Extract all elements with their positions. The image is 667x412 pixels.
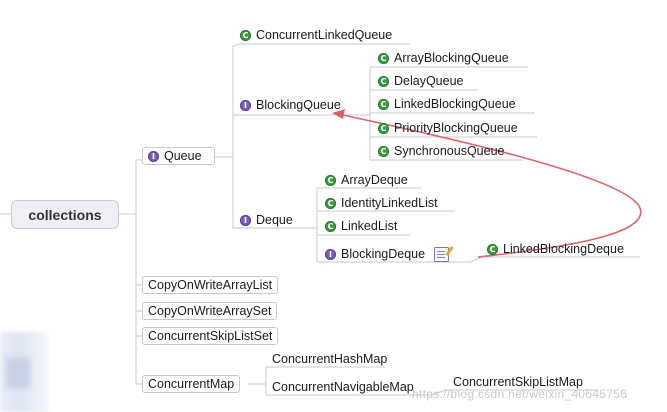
deque-child-label: LinkedList xyxy=(341,219,398,233)
deque-label: Deque xyxy=(256,213,293,227)
linked-blocking-deque-node[interactable]: C LinkedBlockingDeque xyxy=(487,241,624,257)
class-icon: C xyxy=(325,174,336,186)
concurrent-hash-map-label: ConcurrentHashMap xyxy=(272,352,388,366)
concurrent-linked-queue-node[interactable]: C ConcurrentLinkedQueue xyxy=(240,27,392,43)
bq-child-node[interactable]: C PriorityBlockingQueue xyxy=(378,120,518,136)
copy-on-write-array-set-node[interactable]: CopyOnWriteArraySet xyxy=(142,302,278,320)
bq-child-label: LinkedBlockingQueue xyxy=(394,97,516,111)
concurrent-navigable-map-label: ConcurrentNavigableMap xyxy=(272,380,414,394)
connector-bdeque-child xyxy=(469,256,640,263)
queue-node[interactable]: I Queue xyxy=(142,147,215,165)
bq-child-label: SynchronousQueue xyxy=(394,144,505,158)
class-icon: C xyxy=(378,98,389,110)
concurrent-map-label: ConcurrentMap xyxy=(148,377,235,391)
class-icon: C xyxy=(378,122,389,134)
blocking-queue-node[interactable]: I BlockingQueue xyxy=(240,97,341,113)
copy-on-write-array-list-label: CopyOnWriteArrayList xyxy=(148,278,273,292)
concurrent-navigable-map-node[interactable]: ConcurrentNavigableMap xyxy=(272,379,414,395)
class-icon: C xyxy=(325,197,336,209)
concurrent-skip-list-set-label: ConcurrentSkipListSet xyxy=(148,329,273,343)
root-node[interactable]: collections xyxy=(11,200,119,229)
blocking-deque-label: BlockingDeque xyxy=(341,247,426,261)
bq-child-node[interactable]: C ArrayBlockingQueue xyxy=(378,50,509,66)
linked-blocking-deque-label: LinkedBlockingDeque xyxy=(503,242,624,256)
relationship-arrowhead xyxy=(332,109,345,119)
bq-child-node[interactable]: C SynchronousQueue xyxy=(378,143,505,159)
class-icon: C xyxy=(378,145,389,157)
class-icon: C xyxy=(378,52,389,64)
bq-child-node[interactable]: C LinkedBlockingQueue xyxy=(378,96,516,112)
blurred-region-inner xyxy=(6,358,30,388)
root-label: collections xyxy=(28,206,102,223)
connector-to-clq xyxy=(232,43,410,47)
deque-child-label: IdentityLinkedList xyxy=(341,196,438,210)
queue-label: Queue xyxy=(164,149,202,163)
concurrent-skip-list-set-node[interactable]: ConcurrentSkipListSet xyxy=(142,327,279,345)
interface-icon: I xyxy=(325,248,336,260)
deque-node[interactable]: I Deque xyxy=(240,212,293,228)
deque-child-node[interactable]: C ArrayDeque xyxy=(325,172,408,188)
bq-child-label: DelayQueue xyxy=(394,74,464,88)
copy-on-write-array-set-label: CopyOnWriteArraySet xyxy=(148,304,272,318)
bq-child-label: PriorityBlockingQueue xyxy=(394,121,518,135)
blocking-deque-node[interactable]: I BlockingDeque xyxy=(325,246,450,262)
class-icon: C xyxy=(240,29,251,41)
connector-cnm-child xyxy=(431,389,598,396)
class-icon: C xyxy=(487,243,498,255)
concurrent-map-node[interactable]: ConcurrentMap xyxy=(142,375,241,393)
copy-on-write-array-list-node[interactable]: CopyOnWriteArrayList xyxy=(142,276,279,294)
class-icon: C xyxy=(325,220,336,232)
interface-icon: I xyxy=(240,99,251,111)
blocking-queue-label: BlockingQueue xyxy=(256,98,341,112)
watermark: https://blog.csdn.net/weixin_40645756 xyxy=(412,387,628,401)
deque-child-node[interactable]: C LinkedList xyxy=(325,218,397,234)
concurrent-hash-map-node[interactable]: ConcurrentHashMap xyxy=(272,351,387,367)
deque-child-label: ArrayDeque xyxy=(341,173,408,187)
concurrent-linked-queue-label: ConcurrentLinkedQueue xyxy=(256,28,393,42)
note-icon[interactable] xyxy=(434,246,450,262)
interface-icon: I xyxy=(240,214,251,226)
relationship-arrow xyxy=(337,113,642,258)
concurrent-skip-list-map-label: ConcurrentSkipListMap xyxy=(453,375,583,389)
concurrent-skip-list-map-node[interactable]: ConcurrentSkipListMap xyxy=(453,374,583,390)
bq-child-label: ArrayBlockingQueue xyxy=(394,51,509,65)
interface-icon: I xyxy=(148,150,159,162)
class-icon: C xyxy=(378,75,389,87)
deque-child-node[interactable]: C IdentityLinkedList xyxy=(325,195,438,211)
bq-child-node[interactable]: C DelayQueue xyxy=(378,73,464,89)
